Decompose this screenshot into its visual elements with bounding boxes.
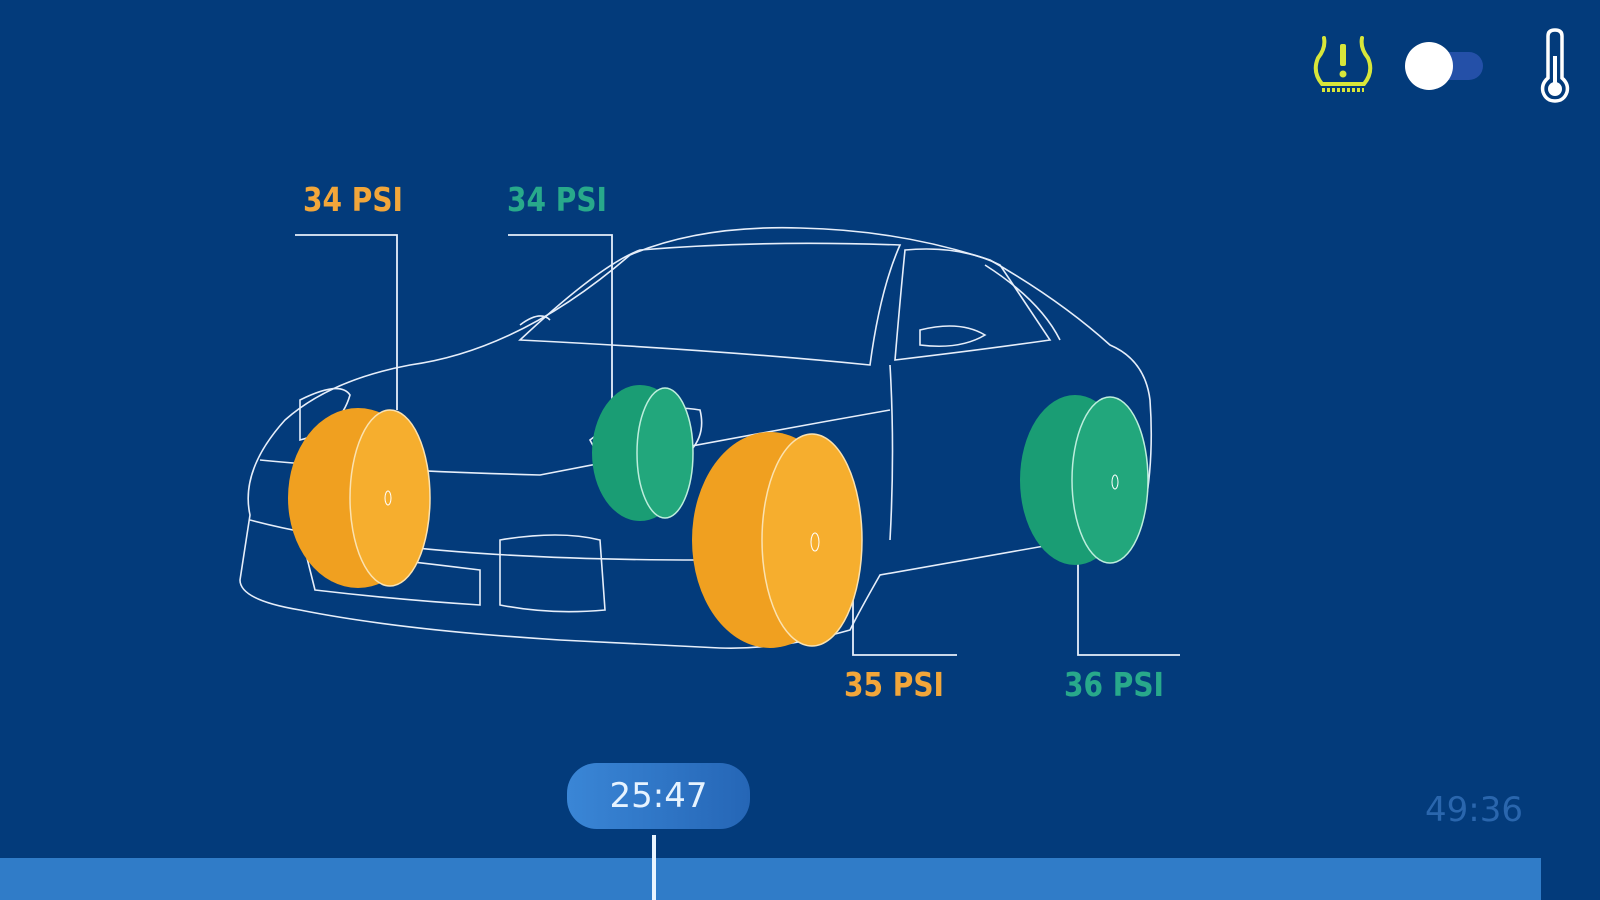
- psi-front-left: 34 PSI: [303, 180, 404, 219]
- thermometer-icon[interactable]: [1538, 28, 1572, 104]
- timeline-playhead[interactable]: [652, 835, 656, 900]
- tire-rear-left[interactable]: [592, 385, 694, 521]
- display-toggle[interactable]: [1405, 42, 1483, 90]
- tire-front-right[interactable]: [692, 432, 863, 648]
- leader-front-right: [852, 580, 957, 656]
- leader-rear-right: [1077, 560, 1180, 656]
- psi-rear-left: 34 PSI: [507, 180, 608, 219]
- current-time-bubble: 25:47: [567, 763, 750, 829]
- psi-rear-right: 36 PSI: [1064, 665, 1165, 704]
- toggle-knob: [1405, 42, 1453, 90]
- tire-rear-right[interactable]: [1020, 395, 1149, 565]
- psi-front-right: 35 PSI: [844, 665, 945, 704]
- tire-pressure-warning-icon[interactable]: [1310, 32, 1376, 98]
- tire-front-left[interactable]: [288, 408, 431, 588]
- leader-rear-left: [508, 234, 613, 400]
- timeline-track[interactable]: [0, 858, 1541, 900]
- total-time: 49:36: [1425, 790, 1523, 830]
- leader-front-left: [295, 234, 398, 410]
